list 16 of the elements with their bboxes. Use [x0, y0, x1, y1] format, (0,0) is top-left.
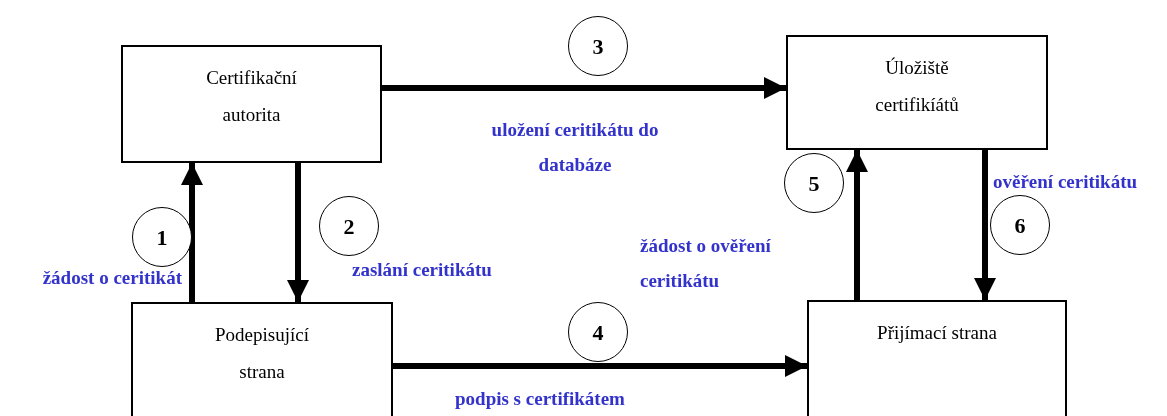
process-box: Přijímací strana: [807, 300, 1067, 416]
arrow: [181, 163, 203, 302]
arrow: [846, 150, 868, 300]
process-box: Podepisující strana: [131, 302, 393, 416]
process-box: Úložiště certifikíátů: [786, 35, 1048, 150]
edge-label: zaslání ceritikátu: [352, 258, 493, 282]
arrow: [974, 150, 996, 300]
edge-label: podpis s certifikátem: [455, 387, 626, 411]
process-box: Certifikační autorita: [121, 45, 382, 163]
edge-label: žádost o ceritikát: [41, 266, 182, 290]
arrow: [393, 355, 807, 377]
arrow: [287, 163, 309, 302]
edge-label: uložení ceritikátu do databáze: [490, 118, 660, 177]
edge-label: ověření ceritikátu: [993, 170, 1139, 194]
arrow: [382, 77, 786, 99]
edge-label: žádost o ověření ceritikátu: [640, 234, 772, 293]
